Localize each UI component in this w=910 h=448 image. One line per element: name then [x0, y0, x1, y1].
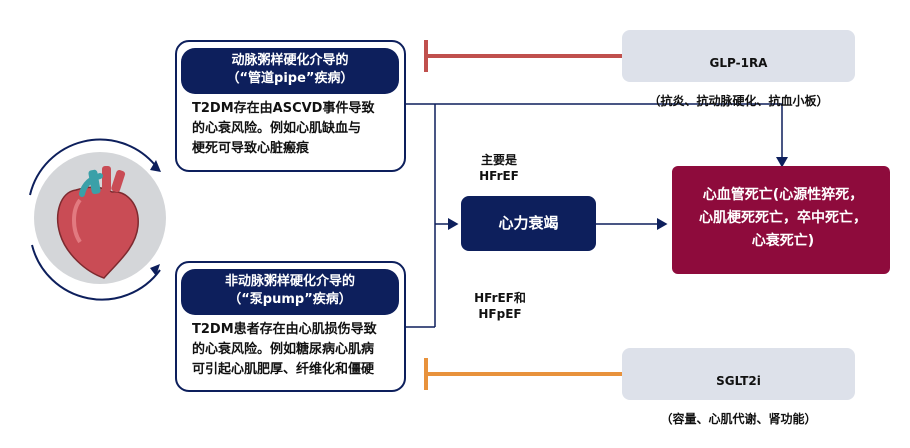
atherosclerosis-description: T2DM存在由ASCVD事件导致 的心衰风险。例如心肌缺血与 梗死可导致心脏瘢痕 [192, 101, 375, 156]
atherosclerosis-title-line1: 动脉粥样硬化介导的 [231, 53, 349, 68]
glp1ra-name: GLP-1RA [709, 56, 768, 70]
sglt2i-box: SGLT2i （容量、心肌代谢、肾功能） [622, 348, 855, 426]
sglt2i-name: SGLT2i [716, 374, 761, 388]
hfref-main-label: 主要是 HFrEF [479, 153, 519, 183]
top-to-outcome-line [406, 103, 788, 168]
atherosclerosis-title: 动脉粥样硬化介导的 （“管道pipe”疾病） [181, 48, 399, 94]
sglt2i-effects: （容量、心肌代谢、肾功能） [660, 412, 817, 426]
glp1ra-effects: （抗炎、抗动脉硬化、抗血小板） [648, 94, 829, 108]
connector-lines [406, 40, 788, 390]
non-atherosclerosis-description: T2DM患者存在由心肌损伤导致 的心衰风险。例如糖尿病心肌病 可引起心肌肥厚、纤… [192, 322, 377, 377]
heart-icon [29, 138, 166, 301]
non-atherosclerosis-title: 非动脉粥样硬化介导的 （“泵pump”疾病） [181, 269, 399, 315]
heart-failure-box: 心力衰竭 [461, 196, 596, 251]
cv-death-outcome-box: 心血管死亡(心源性猝死， 心肌梗死死亡，卒中死亡， 心衰死亡) [672, 166, 890, 274]
atherosclerosis-title-line2: （“管道pipe”疾病） [226, 71, 354, 86]
hfref-hfpef-label: HFrEF和 HFpEF [474, 291, 526, 321]
glp1ra-box: GLP-1RA （抗炎、抗动脉硬化、抗血小板） [622, 30, 855, 108]
non-atherosclerosis-title-line1: 非动脉粥样硬化介导的 [224, 274, 355, 289]
non-atherosclerosis-title-line2: （“泵pump”疾病） [228, 292, 352, 307]
